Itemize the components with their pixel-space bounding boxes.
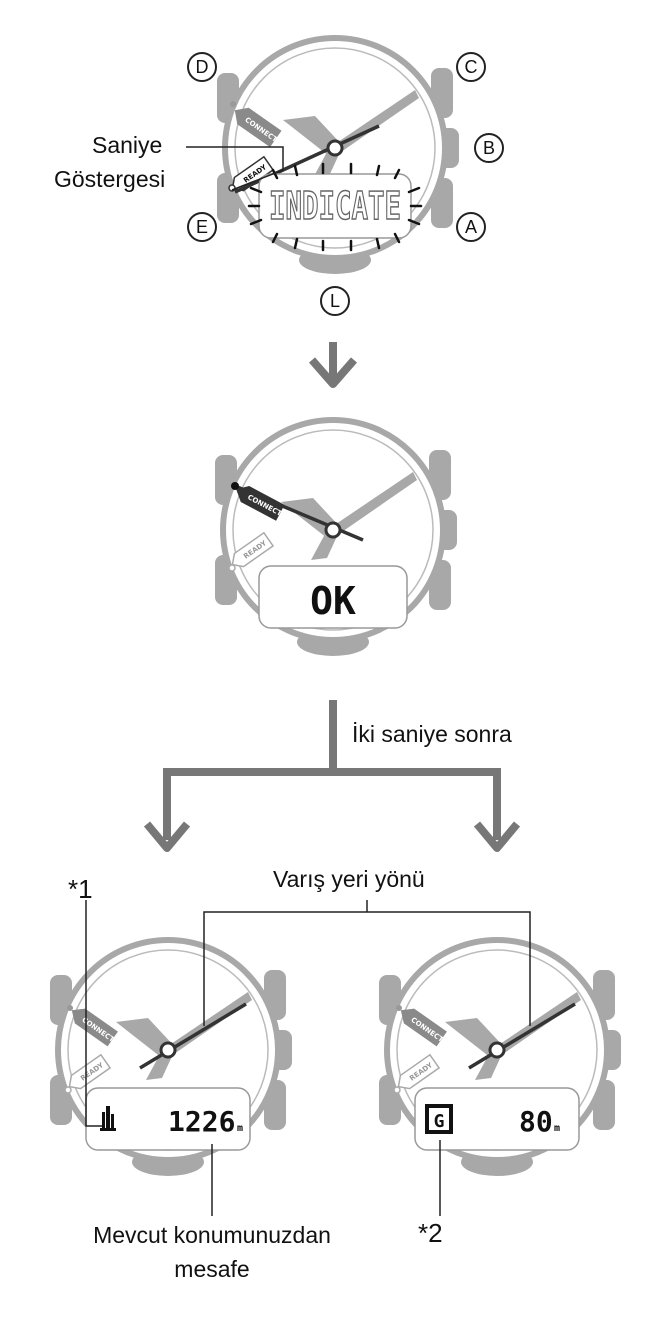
flash-rays bbox=[247, 162, 423, 252]
button-a: A bbox=[456, 212, 486, 242]
lcd-goal-letter: G bbox=[434, 1111, 445, 1132]
lcd-distance-left: 1226 bbox=[168, 1105, 235, 1138]
note-1: *1 bbox=[68, 874, 93, 904]
watch-bottom-left: CONNECT READY 1226 m bbox=[50, 940, 292, 1176]
lcd-ok: OK bbox=[310, 579, 356, 623]
note-2: *2 bbox=[418, 1218, 443, 1248]
button-c: C bbox=[456, 52, 486, 82]
watch-bottom-right: CONNECT READY G 80 m bbox=[379, 940, 621, 1176]
leader-lines bbox=[85, 900, 531, 1216]
label-distance-line1: Mevcut konumunuzdan bbox=[93, 1222, 331, 1248]
watch-top: CONNECT READY bbox=[217, 38, 459, 274]
lcd-unit-right: m bbox=[554, 1123, 560, 1134]
watch-middle: CONNECT READY OK bbox=[215, 420, 457, 656]
label-after-two-seconds: İki saniye sonra bbox=[352, 721, 512, 747]
goal-icon bbox=[425, 1104, 453, 1134]
arrow-down-1 bbox=[308, 342, 358, 388]
label-gostergesi: Göstergesi bbox=[54, 166, 166, 192]
label-destination-direction: Varış yeri yönü bbox=[273, 866, 425, 892]
split-connector bbox=[143, 700, 521, 852]
label-distance-line2: mesafe bbox=[174, 1256, 250, 1282]
second-hand-top bbox=[234, 124, 380, 194]
lcd-indicate: INDICATE bbox=[269, 184, 401, 228]
button-b: B bbox=[474, 133, 504, 163]
button-l: L bbox=[320, 286, 350, 316]
lcd-unit-left: m bbox=[237, 1123, 243, 1134]
button-d: D bbox=[187, 52, 217, 82]
lcd-distance-right: 80 bbox=[519, 1105, 553, 1138]
button-e: E bbox=[187, 212, 217, 242]
building-icon bbox=[100, 1106, 116, 1131]
label-saniye: Saniye bbox=[92, 132, 163, 158]
